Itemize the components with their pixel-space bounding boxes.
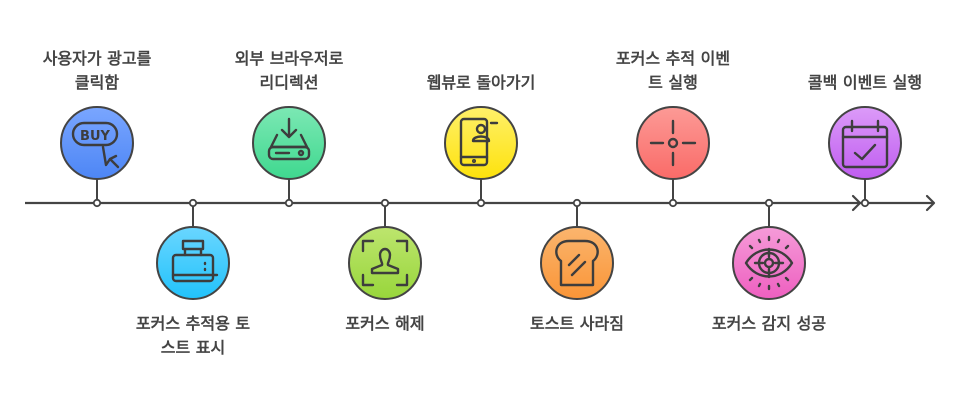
timeline-dot (860, 198, 870, 208)
event-badge (636, 106, 710, 180)
event-label: 포커스 추적 이벤 (616, 49, 730, 68)
event-label: 포커스 감지 성공 (712, 314, 826, 333)
timeline-dot (92, 198, 102, 208)
event-label: 토스트 사라짐 (530, 314, 624, 333)
event-badge (732, 226, 806, 300)
event-label: 트 실행 (648, 73, 698, 92)
event-label: 외부 브라우저로 (235, 49, 344, 68)
timeline-dot (476, 198, 486, 208)
buy-button-cursor-icon (71, 121, 120, 169)
bread-slice-icon (555, 239, 599, 287)
event-badge (156, 226, 230, 300)
event-badge (444, 106, 518, 180)
timeline-event-toast-hide: 토스트 사라짐 (530, 198, 624, 333)
timeline-event-focus-event: 포커스 추적 이벤트 실행 (616, 49, 730, 208)
chevron-marker-icon (851, 194, 862, 212)
arrow-head-icon (925, 194, 936, 212)
event-badge (252, 106, 326, 180)
event-label: 클릭함 (75, 73, 119, 92)
user-focus-frame-icon (361, 239, 409, 287)
download-drive-icon (267, 117, 311, 161)
event-label: 리디렉션 (260, 73, 319, 92)
timeline-dot (764, 198, 774, 208)
event-badge (540, 226, 614, 300)
mobile-user-icon (459, 117, 499, 167)
event-label: 웹뷰로 돌아가기 (427, 73, 536, 92)
timeline-event-toast-show: 포커스 추적용 토스트 표시 (136, 198, 250, 357)
buy-text: BUY (80, 129, 110, 144)
crosshair-icon (649, 119, 697, 167)
toaster-icon (171, 239, 219, 283)
calendar-check-icon (841, 119, 889, 169)
timeline-dot (380, 198, 390, 208)
event-label: 포커스 추적용 토 (136, 314, 250, 333)
timeline-dot (668, 198, 678, 208)
timeline-event-focus-lost: 포커스 해제 (345, 198, 425, 333)
timeline-event-focus-detected: 포커스 감지 성공 (712, 198, 826, 333)
timeline-dot (188, 198, 198, 208)
event-badge (828, 106, 902, 180)
event-label: 스트 표시 (161, 338, 225, 357)
timeline-event-callback: 콜백 이벤트 실행 (808, 73, 922, 208)
event-label: 사용자가 광고를 (43, 49, 152, 68)
timeline-dot (572, 198, 582, 208)
event-label: 포커스 해제 (345, 314, 424, 333)
eye-target-icon (744, 235, 794, 291)
event-label: 콜백 이벤트 실행 (808, 73, 922, 92)
timeline-dot (284, 198, 294, 208)
event-badge (348, 226, 422, 300)
timeline-event-webview-return: 웹뷰로 돌아가기 (427, 73, 536, 208)
